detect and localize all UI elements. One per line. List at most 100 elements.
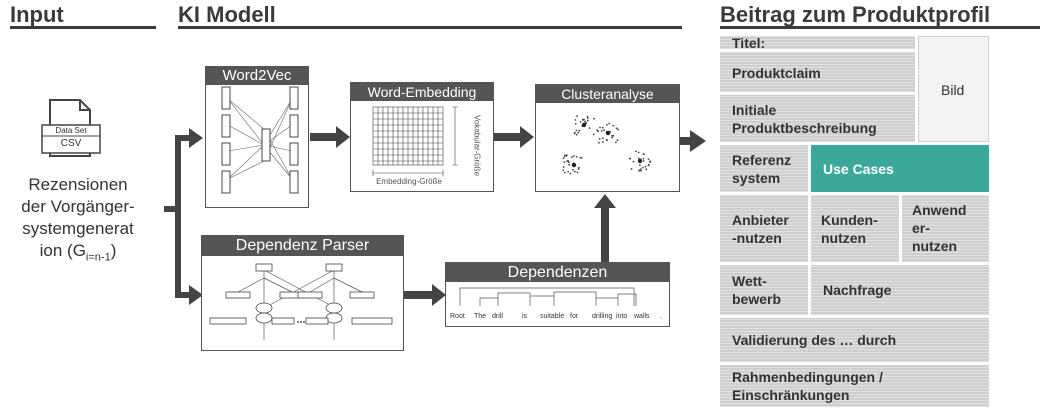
cluster-point [615, 141, 617, 144]
cluster-point [588, 127, 591, 129]
profile-anbieter-box: Anbieter -nutzen [720, 195, 808, 262]
cluster-point [637, 157, 640, 160]
cluster-point [602, 141, 604, 143]
cluster-scatter-icon [562, 115, 652, 175]
cluster-point [585, 122, 588, 124]
cluster-point [579, 156, 582, 159]
arrow-dep-cluster-head [594, 194, 616, 208]
csv-document-icon [41, 99, 101, 157]
profile-beschreibung-2: Produktbeschreibung [732, 120, 877, 136]
profile-referenz-2: system [732, 170, 781, 186]
arrow-to-profile-head [690, 130, 706, 152]
csv-doc-label-2: CSV [60, 138, 82, 149]
cluster-point [578, 129, 581, 132]
word2vec-network-icon [221, 86, 299, 194]
dependency-word: drilling [592, 313, 613, 320]
cluster-point [606, 123, 608, 126]
fork-bottom-arm [175, 292, 191, 298]
cluster-point [562, 166, 565, 168]
profile-kunden-2: nutzen [821, 230, 867, 246]
parser-panel: Dependenz Parser [201, 235, 404, 351]
arrow-to-profile [680, 137, 692, 145]
cluster-point [601, 126, 604, 129]
cluster-point [584, 120, 586, 123]
arrow-parser-dep [404, 291, 434, 299]
cluster-title: Clusteranalyse [536, 85, 679, 103]
cluster-point [576, 171, 579, 174]
cluster-point [562, 169, 565, 171]
profile-header: Beitrag zum Produktprofil [720, 2, 991, 27]
profile-nachfrage-box: Nachfrage [811, 265, 989, 315]
cluster-point [616, 139, 619, 142]
profile-produktclaim: Produktclaim [732, 65, 821, 81]
parser-title: Dependenz Parser [202, 236, 403, 256]
cluster-point [563, 155, 566, 158]
cluster-point [592, 133, 595, 136]
profile-anbieter-1: Anbieter [732, 212, 789, 228]
cluster-point [640, 168, 642, 170]
cluster-point [565, 154, 568, 156]
cluster-point [567, 170, 569, 173]
cluster-point [639, 164, 641, 166]
arrow-emb-cluster [494, 133, 522, 141]
cluster-centroid [581, 122, 587, 128]
cluster-point [586, 117, 589, 120]
fork-top-arm [175, 135, 191, 141]
profile-referenz-box: Referenz system [720, 145, 808, 192]
cluster-point [647, 164, 650, 167]
profile-referenz-1: Referenz [732, 152, 792, 168]
cluster-point [600, 130, 603, 132]
cluster-point [644, 165, 647, 168]
profile-anbieter-2: -nutzen [732, 230, 782, 246]
cluster-point [642, 166, 644, 169]
cluster-point [575, 129, 578, 132]
cluster-point [575, 133, 578, 136]
cluster-centroid [605, 130, 611, 136]
profile-titel: Titel: [732, 35, 766, 51]
dependency-word: for [570, 313, 579, 320]
cluster-point [573, 170, 576, 173]
model-header-rule [178, 26, 682, 29]
cluster-point [635, 150, 637, 153]
profile-rahmen-box: Rahmenbedingungen / Einschränkungen [720, 365, 989, 407]
word2vec-panel: Word2Vec [205, 66, 309, 208]
input-text-line-4: ion (Gi=n-1) [2, 240, 154, 268]
dependency-word: Root [450, 313, 465, 320]
dependencies-title: Dependenzen [446, 263, 669, 282]
cluster-point [611, 136, 613, 139]
profile-nachfrage: Nachfrage [823, 282, 892, 298]
fork-trunk [175, 135, 181, 298]
word2vec-title: Word2Vec [206, 67, 308, 85]
cluster-point [640, 169, 642, 172]
cluster-point [571, 156, 573, 159]
cluster-point [603, 129, 605, 131]
dependency-word: suitable [540, 313, 565, 320]
cluster-point [574, 119, 577, 121]
cluster-point [586, 115, 589, 118]
cluster-point [599, 126, 601, 129]
embedding-title: Word-Embedding [351, 83, 493, 101]
cluster-point [649, 160, 651, 163]
cluster-point [563, 171, 566, 174]
profile-wettbewerb-2: bewerb [732, 291, 782, 307]
cluster-point [568, 163, 571, 166]
profile-wettbewerb-1: Wett- [732, 273, 767, 289]
cluster-point [611, 135, 613, 137]
cluster-point [569, 172, 572, 175]
profile-kunden-box: Kunden- nutzen [811, 195, 899, 262]
fork-stub [164, 206, 178, 212]
cluster-point [566, 160, 568, 162]
cluster-point [572, 168, 574, 171]
cluster-centroid [571, 162, 577, 168]
input-text-sub: i=n-1 [85, 251, 111, 264]
profile-validierung: Validierung des … durch [732, 332, 897, 348]
arrow-w2v-emb [310, 133, 338, 141]
dependency-word: is [522, 313, 528, 320]
parser-network-icon [209, 263, 393, 340]
cluster-point [573, 132, 576, 135]
dependency-word: walls [634, 313, 650, 320]
dependency-word: . [660, 313, 662, 320]
cluster-centroid [637, 158, 643, 164]
cluster-point [576, 115, 578, 117]
cluster-point [612, 134, 615, 137]
